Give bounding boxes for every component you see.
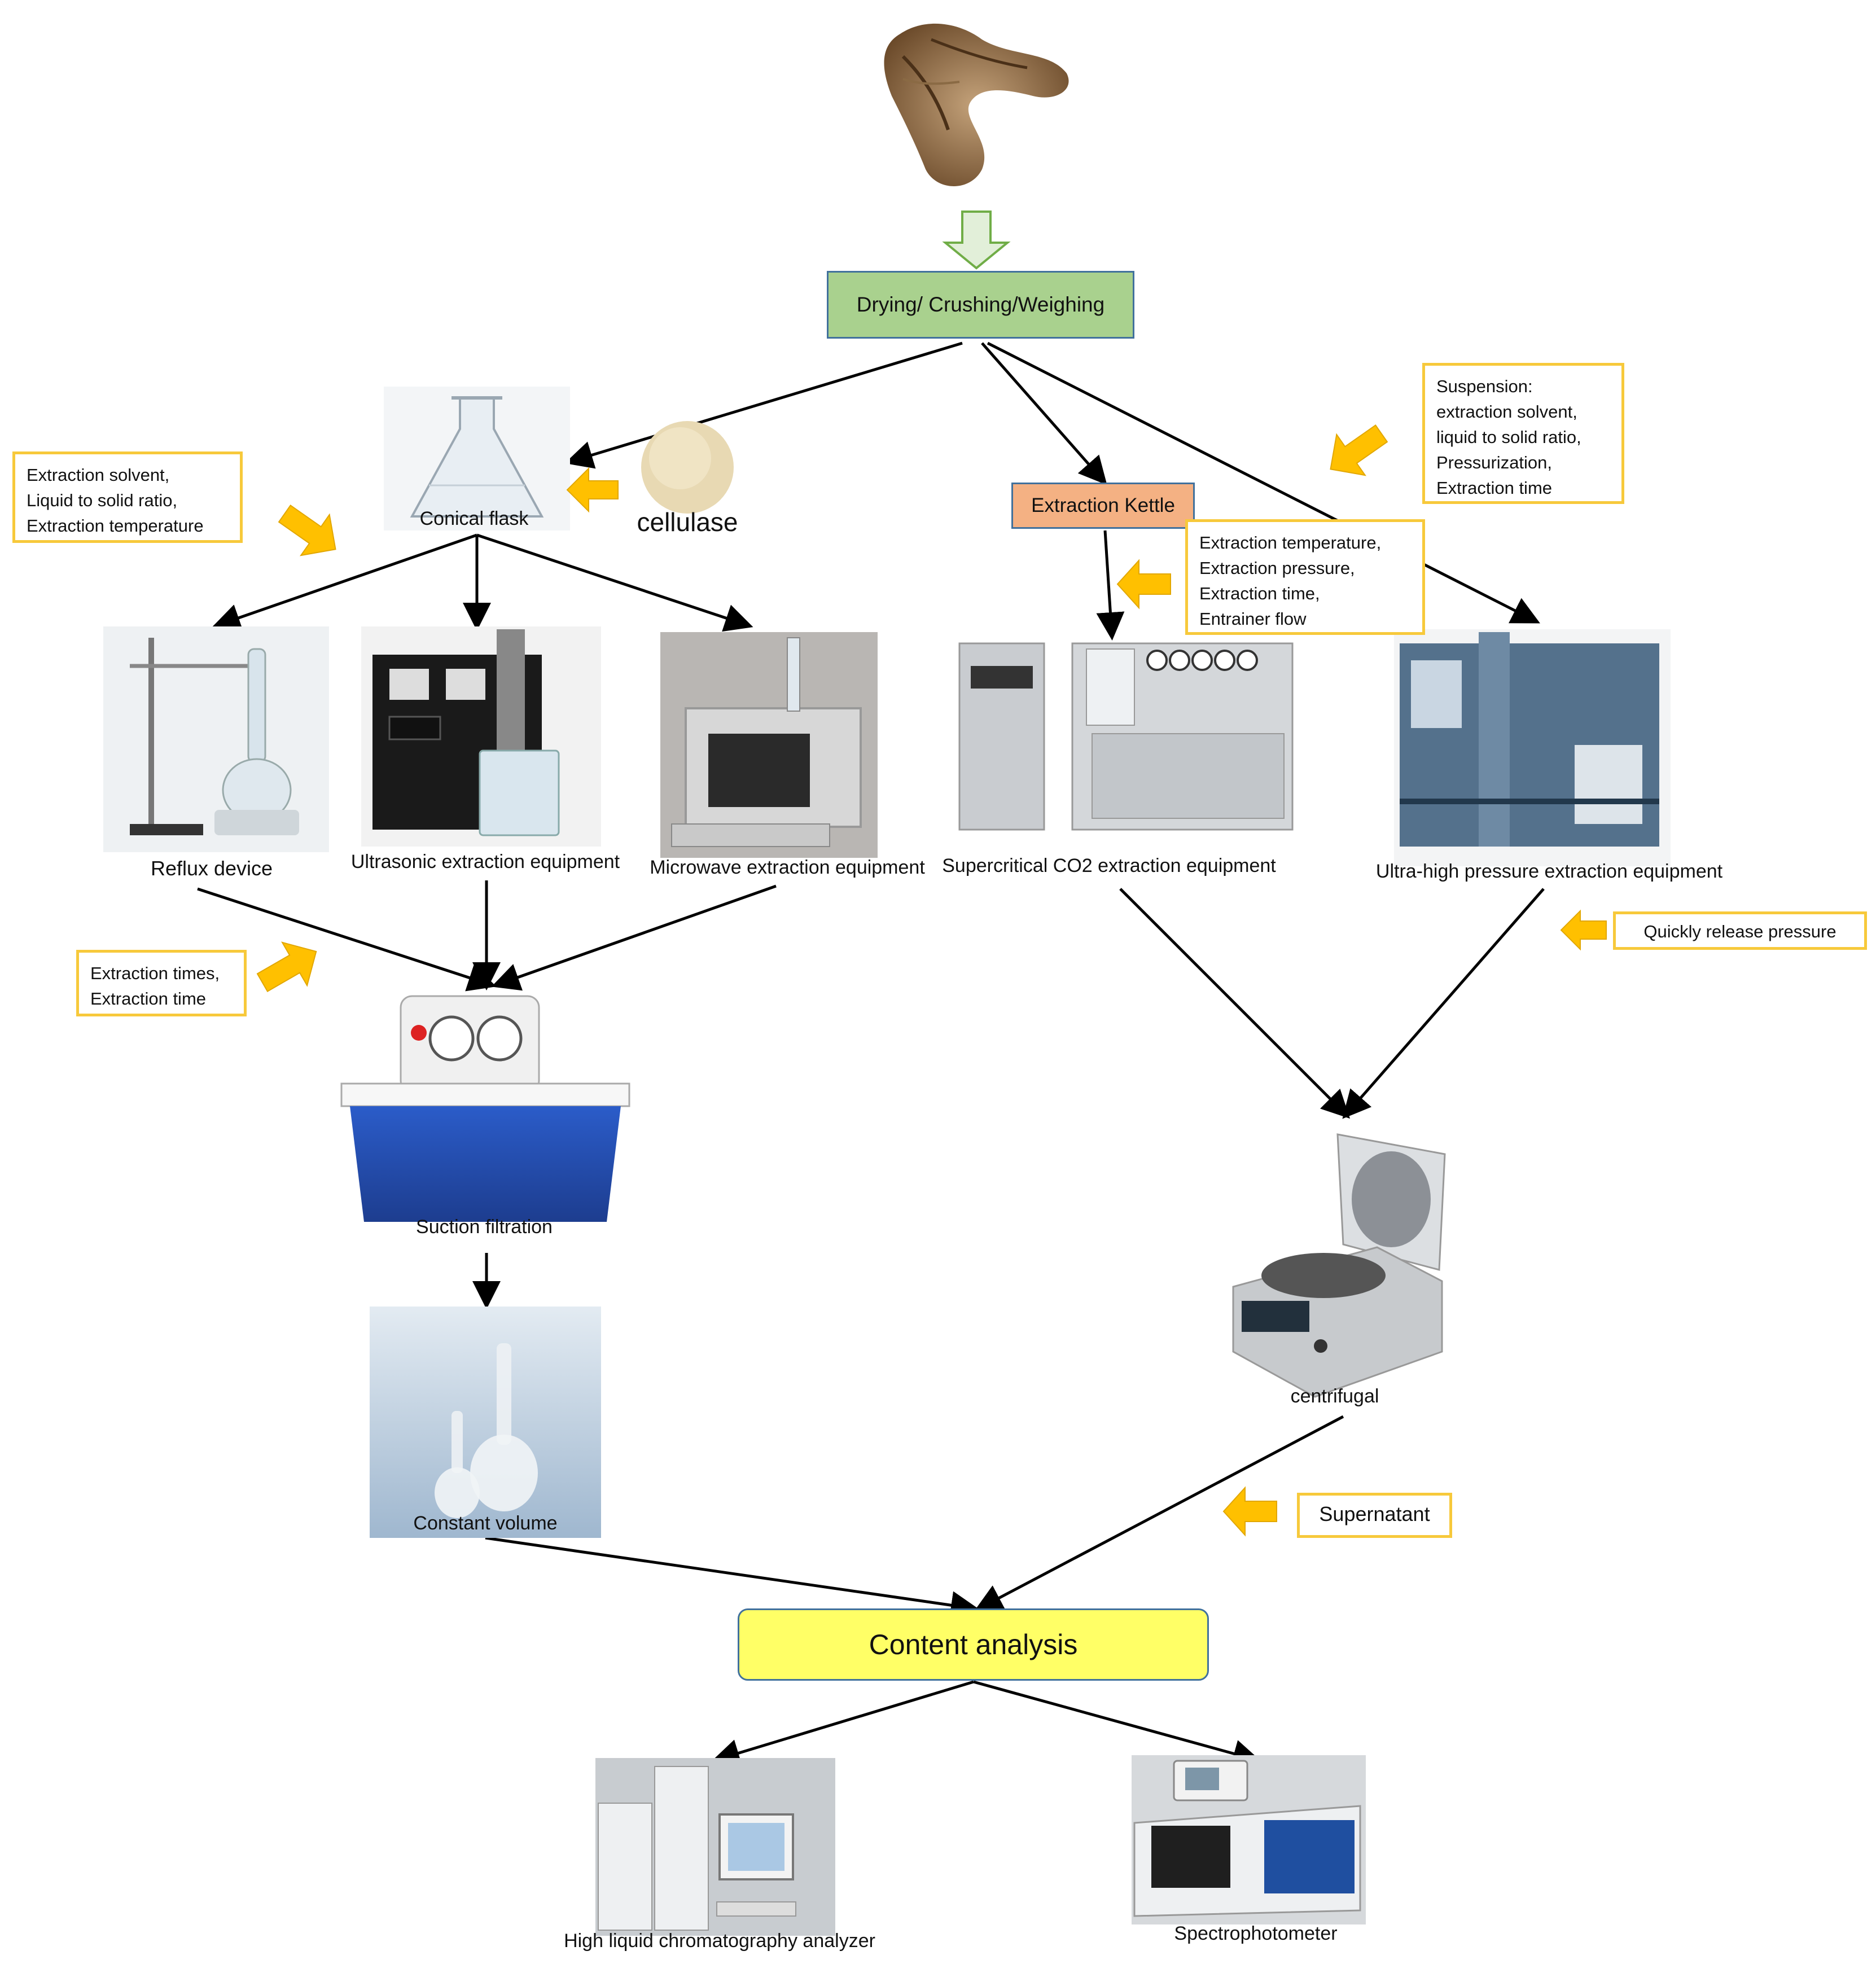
suspension-note: Suspension: extraction solvent, liquid t… xyxy=(1422,363,1624,504)
extraction-kettle-box: Extraction Kettle xyxy=(1011,483,1195,529)
supercritical-equipment-image xyxy=(958,642,1294,831)
edge-analysis-spectro xyxy=(973,1680,1261,1768)
reflux-device-image xyxy=(103,626,329,852)
cellulase-powder-image xyxy=(641,421,734,514)
edge-ultra-centrifugal xyxy=(1342,888,1545,1119)
centrifugal-label: centrifugal xyxy=(1290,1386,1379,1407)
microwave-label: Microwave extraction equipment xyxy=(650,857,925,878)
edge-drying-ultra xyxy=(987,341,1540,624)
edge-reflux-suction xyxy=(197,887,497,992)
content-analysis-box: Content analysis xyxy=(738,1608,1209,1681)
edge-centrifugal-analysis xyxy=(974,1415,1344,1611)
drying-crushing-weighing-box: Drying/ Crushing/Weighing xyxy=(827,271,1134,339)
hplc-analyzer-image xyxy=(595,1758,835,1936)
conical-flask-image xyxy=(384,387,570,531)
edge-drying-flask xyxy=(564,341,963,469)
quick-release-note: Quickly release pressure xyxy=(1613,911,1867,950)
supercritical-label: Supercritical CO2 extraction equipment xyxy=(942,855,1276,876)
hplc-label: High liquid chromatography analyzer xyxy=(564,1930,875,1952)
ultrasonic-label: Ultrasonic extraction equipment xyxy=(350,851,620,873)
ultra-high-pressure-label: Ultra-high pressure extraction equipment xyxy=(1375,861,1723,882)
microwave-equipment-image xyxy=(660,632,878,858)
edge-analysis-hplc xyxy=(711,1680,974,1767)
analysis-label: Content analysis xyxy=(869,1629,1078,1660)
spectrophotometer-image xyxy=(1132,1755,1366,1924)
suction-filtration-image xyxy=(340,995,630,1222)
connectors xyxy=(197,341,1545,1768)
spectrophotometer-label: Spectrophotometer xyxy=(1174,1923,1338,1944)
extraction-times-note: Extraction times, Extraction time xyxy=(76,950,247,1016)
edge-supercritical-centrifugal xyxy=(1119,888,1351,1119)
edge-kettle-supercritical xyxy=(1096,530,1125,641)
constant-volume-image xyxy=(370,1307,601,1538)
suction-filtration-label: Suction filtration xyxy=(416,1216,553,1238)
ultrasonic-equipment-image xyxy=(361,626,601,847)
edge-flask-reflux xyxy=(212,533,477,632)
flask-parameters-note: Extraction solvent, Liquid to solid rati… xyxy=(12,451,243,543)
reflux-device-label: Reflux device xyxy=(150,857,273,880)
edge-microwave-suction xyxy=(491,884,777,991)
constant-volume-label: Constant volume xyxy=(413,1513,558,1534)
supernatant-note: Supernatant xyxy=(1297,1493,1452,1538)
edge-flask-microwave xyxy=(476,533,753,632)
kettle-parameters-note: Extraction temperature, Extraction press… xyxy=(1185,519,1425,635)
edge-drying-kettle xyxy=(981,342,1107,485)
centrifuge-image xyxy=(1232,1133,1446,1398)
conical-flask-label: Conical flask xyxy=(419,508,529,529)
ultra-high-pressure-equipment-image xyxy=(1394,629,1671,866)
hollow-down-arrow-icon xyxy=(942,211,1011,270)
kettle-label: Extraction Kettle xyxy=(1031,494,1175,516)
drying-label: Drying/ Crushing/Weighing xyxy=(856,293,1105,316)
yellow-block-arrow-icon xyxy=(256,424,1607,1537)
edge-constant-analysis xyxy=(485,1536,979,1620)
root-rhizome-image xyxy=(884,23,1069,187)
cellulase-label: cellulase xyxy=(637,507,738,537)
